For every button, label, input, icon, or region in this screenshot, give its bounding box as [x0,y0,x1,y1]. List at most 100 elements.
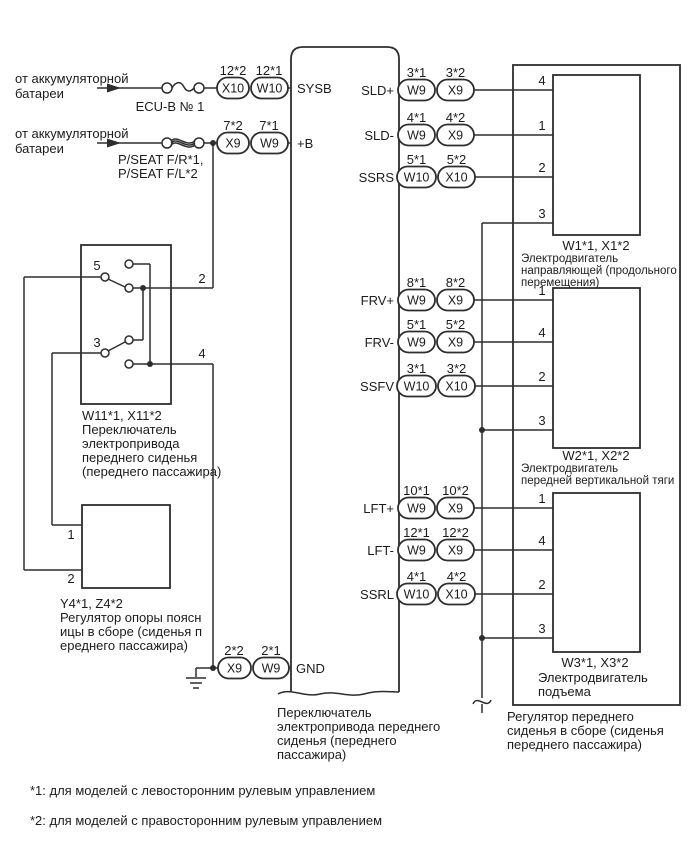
junction-dot [479,635,485,641]
lumbar-name: ереднего пассажира) [60,638,188,653]
motor-pin: 3 [538,206,545,221]
motor-pin: 3 [538,621,545,636]
connector-x9-gnd: 2*2 X9 [217,643,252,680]
connector-pin: 7*1 [259,118,279,133]
lumbar-adjuster: 1 2 Y4*1, Z4*2 Регулятор опоры поясн ицы… [60,504,202,653]
motor-pin: 1 [538,118,545,133]
switch-pin-2: 2 [198,271,205,286]
switch-contact-icon [124,359,134,369]
main-switch-caption: электропривода переднего [277,719,440,734]
output-row-frv-minus: FRV- 5*1 W9 5*2 X9 [365,317,553,354]
switch-name: переднего сиденья [82,450,197,465]
fuse-label: P/SEAT F/R*1, [118,152,204,167]
main-switch-caption: Переключатель [277,705,372,720]
connector-code: X9 [448,129,463,143]
connector-code: W9 [407,336,426,350]
switch-name: Переключатель [82,422,177,437]
switch-contact-icon [100,272,110,282]
motor-name: подъема [538,684,592,699]
terminal-label: SLD+ [361,83,394,98]
output-row-lft-minus: LFT- 12*1 W9 12*2 X9 [367,525,553,562]
fuse-label: ECU-B № 1 [136,99,205,114]
connector-w9-gnd: 2*1 W9 [252,643,290,680]
terminal-label: LFT- [367,543,394,558]
connector-pin: 10*1 [403,483,430,498]
connector-code: X9 [448,502,463,516]
main-switch-box: Переключатель электропривода переднего с… [277,46,440,762]
connector-code: X9 [227,662,242,676]
motor-pin: 1 [538,283,545,298]
connector-pin: 12*2 [220,63,247,78]
connector-x10: 12*2 X10 [216,63,250,100]
motor-pin: 2 [538,577,545,592]
connector-code: W10 [404,588,430,602]
connector-pin: 5*1 [407,317,427,332]
seat-adjuster-caption: сиденья в сборе (сиденья [507,723,664,738]
motor-name: передней вертикальной тяги [521,475,674,487]
fusible-link-icon [161,137,205,149]
slide-motor: W1*1, X1*2 Электродвигатель направляющей… [521,73,677,289]
connector-code: X9 [448,84,463,98]
junction-dot [479,427,485,433]
motor-id: W3*1, X3*2 [561,655,628,670]
torn-edge-icon [277,690,400,696]
connector-code: W10 [257,82,283,96]
output-row-sld-minus: SLD- 4*1 W9 4*2 X9 [364,110,553,147]
switch-pin-5: 5 [93,258,100,273]
lumbar-id: Y4*1, Z4*2 [60,596,123,611]
switch-contact-icon [124,335,134,345]
motor-name: Электродвигатель [521,463,618,475]
switch-name: (переднего пассажира) [82,464,221,479]
ground-row: 2*2 X9 2*1 W9 GND [186,643,325,689]
front-vertical-motor: W2*1, X2*2 Электродвигатель передней вер… [521,283,674,487]
connector-code: X9 [448,544,463,558]
seat-adjuster-caption: переднего пассажира) [507,737,642,752]
connector-pin: 8*2 [446,275,466,290]
lumbar-name: Регулятор опоры поясн [60,610,201,625]
motor-pin: 2 [538,369,545,384]
connector-pin: 7*2 [223,118,243,133]
terminal-label: SSFV [360,379,394,394]
connector-pin: 3*2 [447,361,467,376]
connector-code: W9 [260,137,279,151]
flow-arrow-icon [107,83,121,93]
connector-x9: 7*2 X9 [216,118,250,155]
connector-code: X10 [445,171,467,185]
connector-code: W9 [407,129,426,143]
output-row-lft-plus: LFT+ 10*1 W9 10*2 X9 [363,483,553,520]
motor-name: перемещения) [521,277,599,289]
connector-code: X10 [222,82,244,96]
left-wires [23,143,214,668]
seat-adjuster-caption: Регулятор переднего [507,709,634,724]
connector-code: X9 [448,294,463,308]
switch-contact-icon [124,259,134,269]
motor-name: Электродвигатель [521,253,618,265]
motor-pin: 4 [538,533,545,548]
fuse-icon [161,81,205,94]
terminal-label: SSRS [359,170,395,185]
connector-pin: 4*1 [407,110,427,125]
connector-pin: 3*2 [446,65,466,80]
connector-code: X9 [448,336,463,350]
motor-id: W1*1, X1*2 [562,238,629,253]
junction-dot [147,361,153,367]
connector-pin: 4*2 [447,569,467,584]
switch-blade-icon [107,278,126,288]
main-switch-caption: пассажира) [277,747,346,762]
connector-code: W10 [404,171,430,185]
connector-w9: 7*1 W9 [250,118,289,155]
wire-break-icon [472,699,492,713]
motor-pin: 2 [538,160,545,175]
flow-arrow-icon [107,138,121,148]
connector-pin: 8*1 [407,275,427,290]
battery-feed-sysb: от аккумуляторной батареи ECU-B № 1 12*2… [15,63,332,114]
motor-pin: 4 [538,73,545,88]
switch-blade-icon [107,341,126,352]
connector-code: W9 [407,294,426,308]
terminal-label: FRV- [365,335,394,350]
switch-contact-icon [100,348,110,358]
output-row-sld-plus: SLD+ 3*1 W9 3*2 X9 [361,65,553,102]
connector-pin: 5*2 [446,317,466,332]
switch-id: W11*1, X11*2 [82,408,162,423]
